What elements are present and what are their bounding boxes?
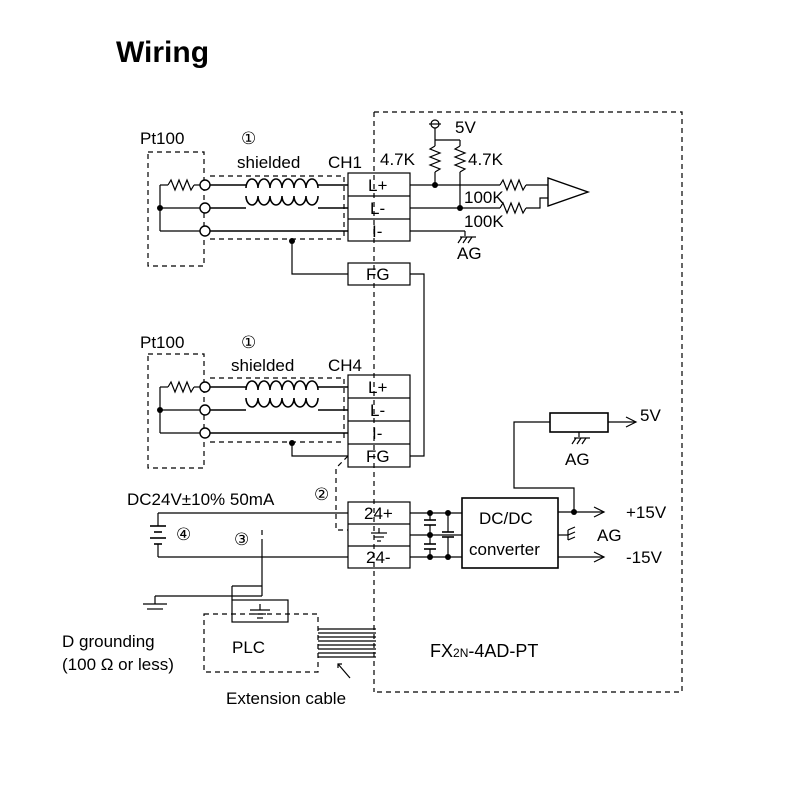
grounding-line1: D grounding <box>62 632 155 651</box>
pt100-ch4-box <box>147 353 205 469</box>
power-note-2: ② <box>314 485 329 504</box>
ag-label-ch1: AG <box>457 244 482 263</box>
module-sub: 2N <box>453 646 468 660</box>
shield-note-3: ③ <box>234 530 249 549</box>
sensor-ch1-channel: CH1 <box>328 153 362 172</box>
battery-note-4: ④ <box>176 525 191 544</box>
power-section: DC24V±10% 50mA 24+ 24- ④ ③ <box>127 490 462 596</box>
plc-box <box>203 613 319 673</box>
extension-cable-label: Extension cable <box>226 689 346 708</box>
sensor-ch1-group: Pt100 ① shielded CH1 L+ L- I- <box>140 129 411 286</box>
ch4-term-fg: FG <box>366 447 390 466</box>
ref-ag-label: AG <box>565 450 590 469</box>
res-bottom-value: 100K <box>464 212 504 231</box>
module-boundary <box>374 111 683 693</box>
pt100-ch1-box <box>147 151 205 267</box>
converter-line2: converter <box>469 540 540 559</box>
module-prefix: FX <box>430 641 453 661</box>
ch4-term-lminus: L- <box>370 401 385 420</box>
ch1-term-fg: FG <box>366 265 390 284</box>
ch4-term-lplus: L+ <box>368 378 387 397</box>
dcdc-converter: DC/DC converter +15V AG -15V <box>461 497 667 569</box>
out-neg-15v: -15V <box>626 548 663 567</box>
page-title: Wiring <box>116 36 209 69</box>
term-24plus: 24+ <box>364 504 393 523</box>
input-circuit-ch1: 5V 4.7K 4.7K 100K 100K AG <box>380 118 591 263</box>
power-supply-label: DC24V±10% 50mA <box>127 490 275 509</box>
extension-cable-bundle <box>318 628 376 658</box>
ch4-term-iminus: I- <box>372 424 382 443</box>
module-suffix: -4AD-PT <box>468 641 538 661</box>
module-name: FX2N-4AD-PT <box>430 641 538 661</box>
pullup-right-value: 4.7K <box>468 150 504 169</box>
sensor-ch4-cable: shielded <box>231 356 294 375</box>
sensor-ch1-cable: shielded <box>237 153 300 172</box>
ground-plc-section: D grounding (100 Ω or less) PLC Extensio… <box>62 585 376 708</box>
reference-5v: 5V AG <box>513 406 661 512</box>
plc-label: PLC <box>232 638 265 657</box>
sensor-ch1-note: ① <box>241 129 256 148</box>
sensor-ch4-name: Pt100 <box>140 333 184 352</box>
sensor-ch4-note: ① <box>241 333 256 352</box>
pullup-left-value: 4.7K <box>380 150 416 169</box>
amplifier-triangle <box>547 177 591 207</box>
ch1-term-iminus: I- <box>372 222 382 241</box>
ref-output-5v: 5V <box>640 406 661 425</box>
ch1-term-lplus: L+ <box>368 176 387 195</box>
grounding-line2: (100 Ω or less) <box>62 655 174 674</box>
term-24minus: 24- <box>366 548 391 567</box>
fg-bus <box>410 273 425 457</box>
res-top-value: 100K <box>464 188 504 207</box>
sensor-ch4-channel: CH4 <box>328 356 362 375</box>
supply-5v: 5V <box>455 118 476 137</box>
out-gnd-ag: AG <box>597 526 622 545</box>
out-pos-15v: +15V <box>626 503 667 522</box>
sensor-ch1-name: Pt100 <box>140 129 184 148</box>
sensor-ch4-group: Pt100 ① shielded CH4 L+ L- I- FG <box>140 333 411 469</box>
ch1-term-lminus: L- <box>370 199 385 218</box>
converter-line1: DC/DC <box>479 509 533 528</box>
